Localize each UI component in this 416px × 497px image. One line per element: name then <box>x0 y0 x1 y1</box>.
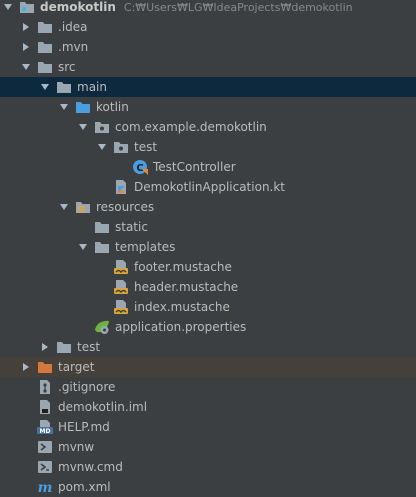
package-icon <box>94 119 110 135</box>
folder-icon <box>56 339 72 355</box>
cmd-file-icon <box>37 459 53 475</box>
tree-row-src[interactable]: src <box>0 57 416 77</box>
tree-label: templates <box>115 240 176 254</box>
chevron-down-icon[interactable] <box>2 0 14 17</box>
tree-label: TestController <box>153 160 236 174</box>
module-folder-icon <box>19 0 35 15</box>
project-path: C:₩Users₩LG₩IdeaProjects₩demokotlin <box>123 0 353 14</box>
tree-row-target[interactable]: target <box>0 357 416 377</box>
folder-icon <box>37 39 53 55</box>
excluded-folder-icon <box>37 359 53 375</box>
tree-row-gitignore[interactable]: .gitignore <box>0 377 416 397</box>
tree-row-mvnw[interactable]: mvnw <box>0 437 416 457</box>
tree-row-footer-mustache[interactable]: footer.mustache <box>0 257 416 277</box>
tree-row-mvnw-cmd[interactable]: mvnw.cmd <box>0 457 416 477</box>
folder-icon <box>94 219 110 235</box>
chevron-right-icon[interactable] <box>20 37 32 57</box>
tree-label: mvnw <box>58 440 95 454</box>
tree-label: DemokotlinApplication.kt <box>134 180 286 194</box>
chevron-down-icon[interactable] <box>39 77 51 97</box>
tree-label: test <box>77 340 101 354</box>
tree-label: footer.mustache <box>134 260 232 274</box>
kotlin-file-icon <box>113 179 129 195</box>
tree-row-help-md[interactable]: MD HELP.md <box>0 417 416 437</box>
tree-row-application-properties[interactable]: application.properties <box>0 317 416 337</box>
mustache-file-icon <box>113 279 129 295</box>
tree-row-testcontroller[interactable]: C TestController <box>0 157 416 177</box>
tree-label: header.mustache <box>134 280 239 294</box>
tree-label: static <box>115 220 148 234</box>
tree-row-header-mustache[interactable]: header.mustache <box>0 277 416 297</box>
tree-label: .gitignore <box>58 380 116 394</box>
folder-icon <box>94 239 110 255</box>
tree-row-index-mustache[interactable]: index.mustache <box>0 297 416 317</box>
tree-label: index.mustache <box>134 300 230 314</box>
chevron-right-icon[interactable] <box>20 357 32 377</box>
tree-label: src <box>58 60 76 74</box>
spring-properties-icon <box>94 319 110 335</box>
chevron-right-icon[interactable] <box>20 17 32 37</box>
chevron-down-icon[interactable] <box>20 57 32 77</box>
tree-label: resources <box>96 200 155 214</box>
tree-label: main <box>77 80 107 94</box>
tree-label: demokotlin.iml <box>58 400 148 414</box>
chevron-down-icon[interactable] <box>58 97 70 117</box>
folder-icon <box>37 19 53 35</box>
tree-label: mvnw.cmd <box>58 460 123 474</box>
tree-row-iml[interactable]: demokotlin.iml <box>0 397 416 417</box>
tree-row-main[interactable]: main <box>0 77 416 97</box>
tree-row-kotlin[interactable]: kotlin <box>0 97 416 117</box>
tree-label: application.properties <box>115 320 247 334</box>
tree-row-idea[interactable]: .idea <box>0 17 416 37</box>
svg-text:m: m <box>38 480 53 495</box>
tree-row-static[interactable]: static <box>0 217 416 237</box>
source-folder-icon <box>75 99 91 115</box>
tree-row-test-package[interactable]: test <box>0 137 416 157</box>
kotlin-class-icon: C <box>132 159 148 175</box>
folder-icon <box>37 59 53 75</box>
chevron-down-icon[interactable] <box>77 117 89 137</box>
tree-row-mvn[interactable]: .mvn <box>0 37 416 57</box>
tree-row-package[interactable]: com.example.demokotlin <box>0 117 416 137</box>
tree-row-pom-xml[interactable]: m pom.xml <box>0 477 416 497</box>
mustache-file-icon <box>113 259 129 275</box>
tree-label: .mvn <box>58 40 89 54</box>
markdown-file-icon: MD <box>37 419 53 435</box>
chevron-down-icon[interactable] <box>58 197 70 217</box>
svg-text:C: C <box>136 163 143 174</box>
tree-row-demokotlinapplication[interactable]: DemokotlinApplication.kt <box>0 177 416 197</box>
chevron-down-icon[interactable] <box>96 137 108 157</box>
resources-folder-icon <box>75 199 91 215</box>
iml-file-icon <box>37 399 53 415</box>
mustache-file-icon <box>113 299 129 315</box>
maven-m-icon: m <box>37 479 53 495</box>
tree-label: com.example.demokotlin <box>115 120 267 134</box>
tree-row-templates[interactable]: templates <box>0 237 416 257</box>
package-icon <box>113 139 129 155</box>
tree-label: target <box>58 360 95 374</box>
chevron-right-icon[interactable] <box>39 337 51 357</box>
tree-label: demokotlin <box>40 0 116 14</box>
svg-text:MD: MD <box>40 428 51 435</box>
folder-icon <box>56 79 72 95</box>
tree-row-resources[interactable]: resources <box>0 197 416 217</box>
tree-label: pom.xml <box>58 480 111 494</box>
tree-row-test-folder[interactable]: test <box>0 337 416 357</box>
chevron-down-icon[interactable] <box>77 237 89 257</box>
tree-label: test <box>134 140 158 154</box>
tree-label: HELP.md <box>58 420 110 434</box>
shell-file-icon <box>37 439 53 455</box>
tree-row-demokotlin[interactable]: demokotlin C:₩Users₩LG₩IdeaProjects₩demo… <box>0 0 416 17</box>
gitignore-file-icon <box>37 379 53 395</box>
tree-label: kotlin <box>96 100 129 114</box>
tree-label: .idea <box>58 20 88 34</box>
